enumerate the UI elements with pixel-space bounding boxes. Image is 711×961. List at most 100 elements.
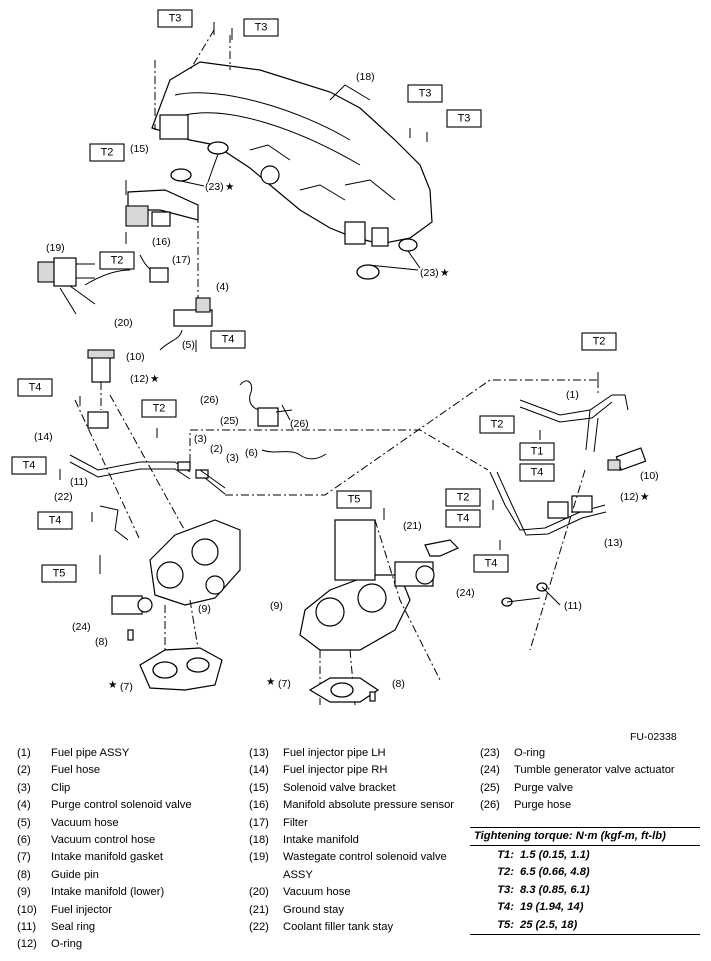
callout-26-a: (26) <box>200 394 219 406</box>
legend-item: (11)Seal ring <box>17 919 247 936</box>
callout-11-a: (11) <box>70 476 88 488</box>
torque-tag-t2-a: T2 <box>89 143 125 162</box>
wastegate-solenoid-drawing <box>37 257 131 315</box>
legend-item: (12)O-ring <box>17 936 247 953</box>
legend-item-text: Purge hose <box>514 799 572 812</box>
legend-item-text: Intake manifold <box>283 834 359 847</box>
tgv-actuator-left-drawing <box>111 595 153 615</box>
torque-value: 25 (2.5, 18) <box>520 918 578 931</box>
torque-row: T3:8.3 (0.85, 6.1) <box>470 881 700 899</box>
legend-item-text: Fuel injector pipe LH <box>283 747 386 759</box>
torque-tag-t3-a: T3 <box>157 9 193 28</box>
o-ring-upper-left-b <box>207 141 229 155</box>
callout-15: (15) <box>130 143 149 155</box>
callout-25: (25) <box>220 415 239 427</box>
callout-3-a: (3) <box>194 433 207 445</box>
exploded-parts-diagram: T3 T3 T3 T3 T2 T2 T4 T2 T4 T2 T2 T1 T4 T… <box>11 9 659 706</box>
torque-tag-t2-d: T2 <box>141 399 177 418</box>
callout-12-b: (12) <box>620 491 639 503</box>
callout-21: (21) <box>403 520 422 532</box>
purge-valve-drawing <box>239 380 327 460</box>
legend-item: (4)Purge control solenoid valve <box>17 797 247 814</box>
svg-text:T4: T4 <box>29 382 42 394</box>
legend-item-text: Solenoid valve bracket <box>283 781 396 794</box>
legend-item-number: (8) <box>17 868 31 881</box>
torque-tag-t4-a: T4 <box>210 330 246 349</box>
svg-text:T1: T1 <box>531 446 544 458</box>
torque-value: 19 (1.94, 14) <box>520 901 584 914</box>
gasket-port-left <box>152 661 178 679</box>
legend-item-text: Vacuum control hose <box>51 834 156 847</box>
callout-12-a-star: ★ <box>150 373 160 385</box>
torque-rows: T1:1.5 (0.15, 1.1)T2:6.5 (0.66, 4.8)T3:8… <box>470 846 700 934</box>
legend-item: (5)Vacuum hose <box>17 815 247 832</box>
torque-table-title: Tightening torque: N·m (kgf-m, ft-lb) <box>470 828 700 846</box>
clips-drawing <box>177 461 226 495</box>
callout-3-b: (3) <box>226 452 239 464</box>
legend-item: (16)Manifold absolute pressure sensor <box>249 797 471 814</box>
callout-11-b: (11) <box>564 600 582 612</box>
legend-item-number: (1) <box>17 747 31 759</box>
legend-column-3: (23)O-ring(24)Tumble generator valve act… <box>480 745 702 815</box>
callout-9-a: (9) <box>198 603 211 615</box>
svg-text:T4: T4 <box>222 334 235 346</box>
svg-text:T3: T3 <box>255 22 268 34</box>
legend-item-text: Vacuum hose <box>51 816 119 829</box>
svg-text:T4: T4 <box>485 558 498 570</box>
legend-item: (2)Fuel hose <box>17 762 247 779</box>
svg-text:T3: T3 <box>169 13 182 25</box>
fuel-injector-right-drawing <box>607 447 647 471</box>
legend-item: (9)Intake manifold (lower) <box>17 884 247 901</box>
svg-text:T2: T2 <box>491 419 504 431</box>
legend-item-text: Purge valve <box>514 781 574 794</box>
coolant-stay-drawing <box>99 505 129 541</box>
legend-item-text: Seal ring <box>51 921 96 934</box>
legend-item-text: Fuel injector pipe RH <box>283 764 388 777</box>
fuel-injector-left-drawing <box>87 349 115 410</box>
callout-8-b: (8) <box>392 678 405 690</box>
legend-item-text: O-ring <box>51 938 83 951</box>
torque-tag-t2-e: T2 <box>479 415 515 434</box>
svg-text:T3: T3 <box>458 113 471 125</box>
svg-text:T2: T2 <box>457 492 470 504</box>
svg-text:T2: T2 <box>593 336 606 348</box>
svg-text:T4: T4 <box>23 460 36 472</box>
guide-pin-right <box>369 691 376 702</box>
callout-24-a: (24) <box>72 621 91 633</box>
intake-manifold-drawing <box>151 29 433 247</box>
callout-12-b-star: ★ <box>640 491 650 503</box>
callout-20: (20) <box>114 317 133 329</box>
svg-text:T3: T3 <box>419 88 432 100</box>
torque-tag-t5-b: T5 <box>41 564 77 583</box>
torque-tag-t3-d: T3 <box>446 109 482 128</box>
legend-item-number: (15) <box>249 781 269 794</box>
callout-12-a: (12) <box>130 373 149 385</box>
torque-tag-t4-f: T4 <box>37 511 73 530</box>
torque-tag-t4-b: T4 <box>17 378 53 397</box>
callout-9-b: (9) <box>270 600 283 612</box>
legend-item: (22)Coolant filler tank stay <box>249 919 471 936</box>
callout-7-b-star: ★ <box>266 676 276 688</box>
callout-7-a-star: ★ <box>108 679 118 691</box>
gasket-port-left-b <box>186 657 210 673</box>
callout-23-a: (23) <box>205 181 224 193</box>
legend-item-text: Vacuum hose <box>283 886 351 899</box>
callout-26-b: (26) <box>290 418 309 430</box>
callout-14: (14) <box>34 431 53 443</box>
legend-column-2: (13)Fuel injector pipe LH(14)Fuel inject… <box>249 745 471 936</box>
legend-item-number: (14) <box>249 764 269 777</box>
torque-tag-t4-e: T4 <box>445 509 481 528</box>
callout-19: (19) <box>46 242 65 254</box>
legend-item-number: (20) <box>249 886 269 899</box>
legend-item: (6)Vacuum control hose <box>17 832 247 849</box>
guide-pin-left <box>127 629 134 641</box>
legend-item: (7)Intake manifold gasket <box>17 849 247 866</box>
legend-item: (15) Solenoid valve bracket <box>249 780 471 797</box>
legend-item-text: Filter <box>283 816 308 829</box>
legend-item-text: Fuel injector <box>51 903 112 916</box>
legend-item: (21)Ground stay <box>249 902 471 919</box>
legend-item: (23)O-ring <box>480 745 702 762</box>
legend-item: (17)Filter <box>249 815 471 832</box>
legend-item-text: Intake manifold (lower) <box>51 886 165 899</box>
svg-text:T4: T4 <box>49 515 62 527</box>
